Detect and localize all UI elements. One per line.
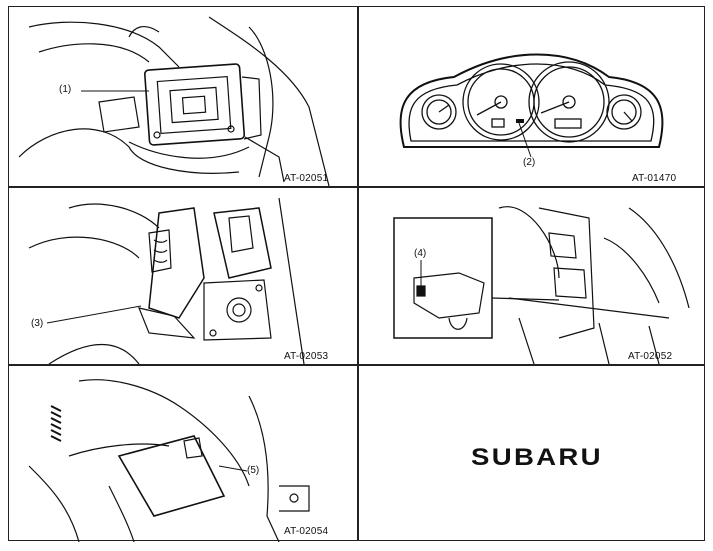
meter-illustration — [399, 53, 664, 158]
figure-code: AT-02052 — [628, 351, 673, 362]
callout-5: (5) — [247, 465, 260, 476]
figure-code: AT-01470 — [632, 173, 677, 184]
figure-switch-location: (4) AT-02052 — [359, 188, 706, 364]
callout-3: (3) — [31, 318, 44, 329]
figure-sheet: (1) AT-02051 (2) AT-01470 — [8, 6, 706, 542]
figure-module-location: (5) AT-02054 — [9, 366, 357, 542]
callout-1: (1) — [59, 84, 72, 95]
bracket-illustration — [28, 197, 305, 364]
tcm-illustration — [18, 16, 330, 186]
grid-divider-row-1 — [9, 186, 704, 188]
switch-illustration — [393, 206, 690, 364]
figure-code: AT-02053 — [284, 351, 329, 362]
grid-divider-row-2 — [9, 364, 704, 366]
figure-code: AT-02054 — [284, 526, 329, 537]
module-illustration — [28, 379, 310, 542]
grid-divider-vertical — [357, 7, 359, 540]
figure-tcm-location: (1) AT-02051 — [9, 7, 357, 186]
brand-panel: SUBARU — [359, 366, 706, 542]
figure-bracket-location: (3) AT-02053 — [9, 188, 357, 364]
brand-logo: SUBARU — [471, 444, 603, 471]
callout-4: (4) — [414, 248, 427, 259]
figure-combination-meter: (2) AT-01470 — [359, 7, 706, 186]
figure-code: AT-02051 — [284, 173, 329, 184]
callout-2: (2) — [523, 157, 536, 168]
